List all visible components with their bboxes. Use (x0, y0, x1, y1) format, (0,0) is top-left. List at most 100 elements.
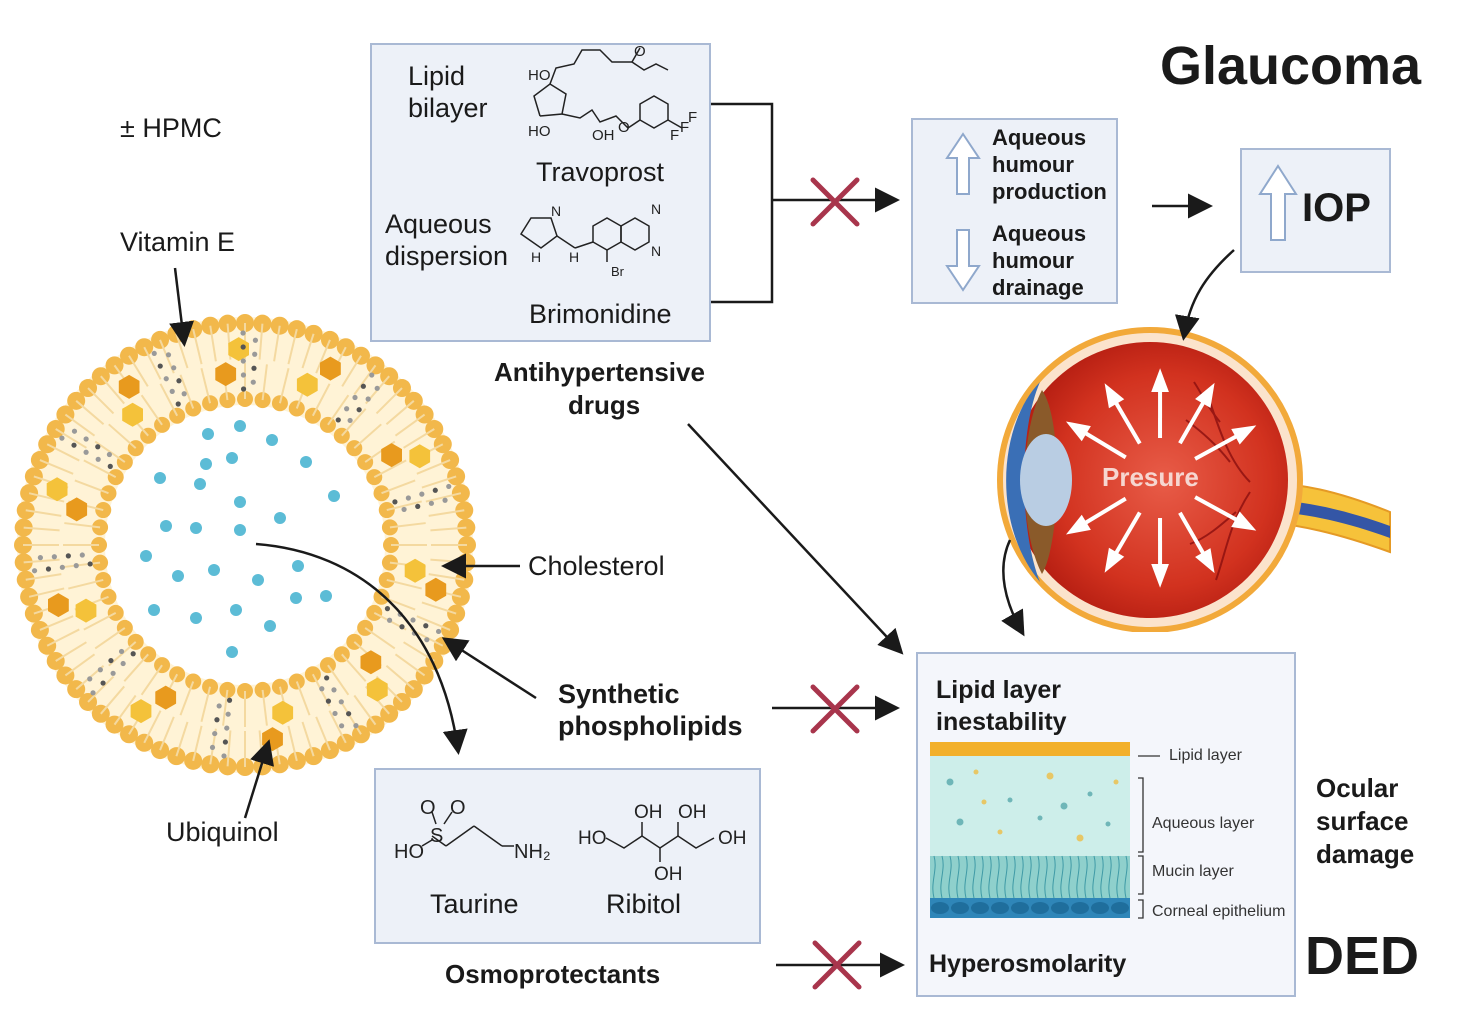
molecule-atom (240, 372, 247, 378)
svg-text:F: F (670, 127, 679, 144)
lipid-tail (353, 694, 377, 726)
mucin-strand (1076, 855, 1080, 899)
cholesterol-hexagon (272, 700, 294, 725)
water-dot (230, 604, 242, 616)
molecule-atom (95, 444, 101, 450)
svg-text:O: O (420, 797, 436, 819)
tear-particle (956, 818, 964, 826)
molecule-atom (100, 680, 106, 686)
mucin-strand (1044, 855, 1048, 899)
molecule-atom (83, 449, 89, 455)
iop-label: IOP (1302, 186, 1371, 230)
molecule-atom (79, 552, 85, 558)
lipid-tail (295, 681, 311, 716)
svg-text:OH: OH (634, 802, 663, 823)
lipid-tail (192, 725, 203, 762)
molecule-atom (419, 491, 425, 497)
molecule-atom (435, 628, 442, 635)
pressure-arrowhead (1151, 368, 1169, 393)
molecule-atom (216, 703, 222, 709)
mucin-strand (1028, 855, 1032, 899)
molecule-atom (240, 386, 247, 392)
molecule-atom (45, 566, 52, 572)
svg-text:N: N (651, 201, 661, 217)
tear-film-brackets (1138, 755, 1160, 919)
molecule-atom (176, 378, 182, 384)
lipid-tail (226, 730, 232, 767)
lipid-tail (100, 685, 125, 715)
cholesterol-hexagon (360, 650, 382, 675)
cholesterol-hexagon (46, 477, 68, 502)
mucin-strand (988, 855, 992, 899)
molecule-atom (240, 330, 246, 336)
molecule-atom (71, 442, 77, 448)
water-dot (172, 570, 184, 582)
molecule-atom (83, 436, 89, 442)
cholesterol-hexagon (296, 372, 318, 397)
ocular-label-1: Ocular (1316, 773, 1399, 803)
mucin-strand (964, 855, 968, 899)
lipid-head (116, 619, 133, 636)
aqueous-core (105, 405, 385, 685)
molecule-atom (384, 606, 391, 612)
svg-text:Br: Br (611, 264, 625, 279)
mucin-strand (1060, 855, 1064, 899)
lipid-tail (140, 394, 163, 426)
lipid-tail (425, 492, 462, 503)
antihypertensive-caption-1: Antihypertensive (494, 357, 705, 387)
molecule-atom (212, 730, 218, 737)
mucin-strand (1084, 855, 1088, 899)
lipid-head (425, 420, 444, 439)
pressure-arrowhead (1231, 425, 1257, 445)
molecule-atom (240, 344, 246, 350)
tear-particle (946, 778, 954, 786)
lipid-head (270, 755, 289, 774)
lipid-tail (46, 628, 80, 647)
production-label-1: Aqueous (992, 125, 1087, 150)
mucin-strand (1036, 855, 1040, 899)
tear-particle (1113, 779, 1119, 785)
lipid-tail (128, 355, 149, 387)
tear-particle (973, 769, 979, 775)
lipid-tail (315, 339, 331, 374)
svg-text:HO: HO (528, 123, 551, 140)
svg-text:H: H (569, 249, 579, 265)
lipid-tail (64, 561, 101, 568)
lipid-head (24, 604, 43, 623)
svg-text:NH₂: NH₂ (514, 841, 551, 863)
pressure-arrowhead (1065, 514, 1091, 535)
svg-text:OH: OH (678, 802, 707, 823)
lipid-tail (25, 573, 62, 581)
water-dot (234, 420, 246, 432)
eye-illustration: Presure (997, 327, 1391, 632)
pressure-arrowhead (1195, 548, 1215, 574)
svg-text:H: H (531, 249, 541, 265)
molecule-atom (118, 648, 125, 655)
lipid-tail (179, 374, 195, 409)
molecule-atom (95, 456, 101, 462)
molecule-atom (59, 435, 65, 441)
cholesterol-hexagons (46, 337, 447, 752)
molecule-atom (251, 365, 257, 371)
lipid-tail (108, 423, 137, 449)
svg-text:O: O (618, 119, 630, 136)
svg-text:F: F (680, 119, 689, 136)
epithelial-cell (1051, 902, 1069, 914)
liposome-diagram (14, 314, 476, 776)
molecule-atom (240, 358, 246, 364)
cross-marks (810, 177, 862, 990)
lipid-tail (175, 721, 189, 757)
molecule-atom (209, 744, 216, 751)
water-dot (200, 458, 212, 470)
cholesterol-hexagon (215, 362, 237, 387)
lipid-head (336, 338, 355, 357)
lipid-head (336, 733, 355, 752)
cholesterol-hexagon (228, 337, 249, 362)
ded-title: DED (1305, 926, 1420, 986)
cholesterol-label: Cholesterol (528, 551, 665, 581)
ocular-label-2: surface (1316, 806, 1409, 836)
molecule-atom (353, 723, 359, 729)
lipid-head (351, 725, 370, 744)
mucin-strand (1012, 855, 1016, 899)
lipid-tail (68, 578, 104, 590)
